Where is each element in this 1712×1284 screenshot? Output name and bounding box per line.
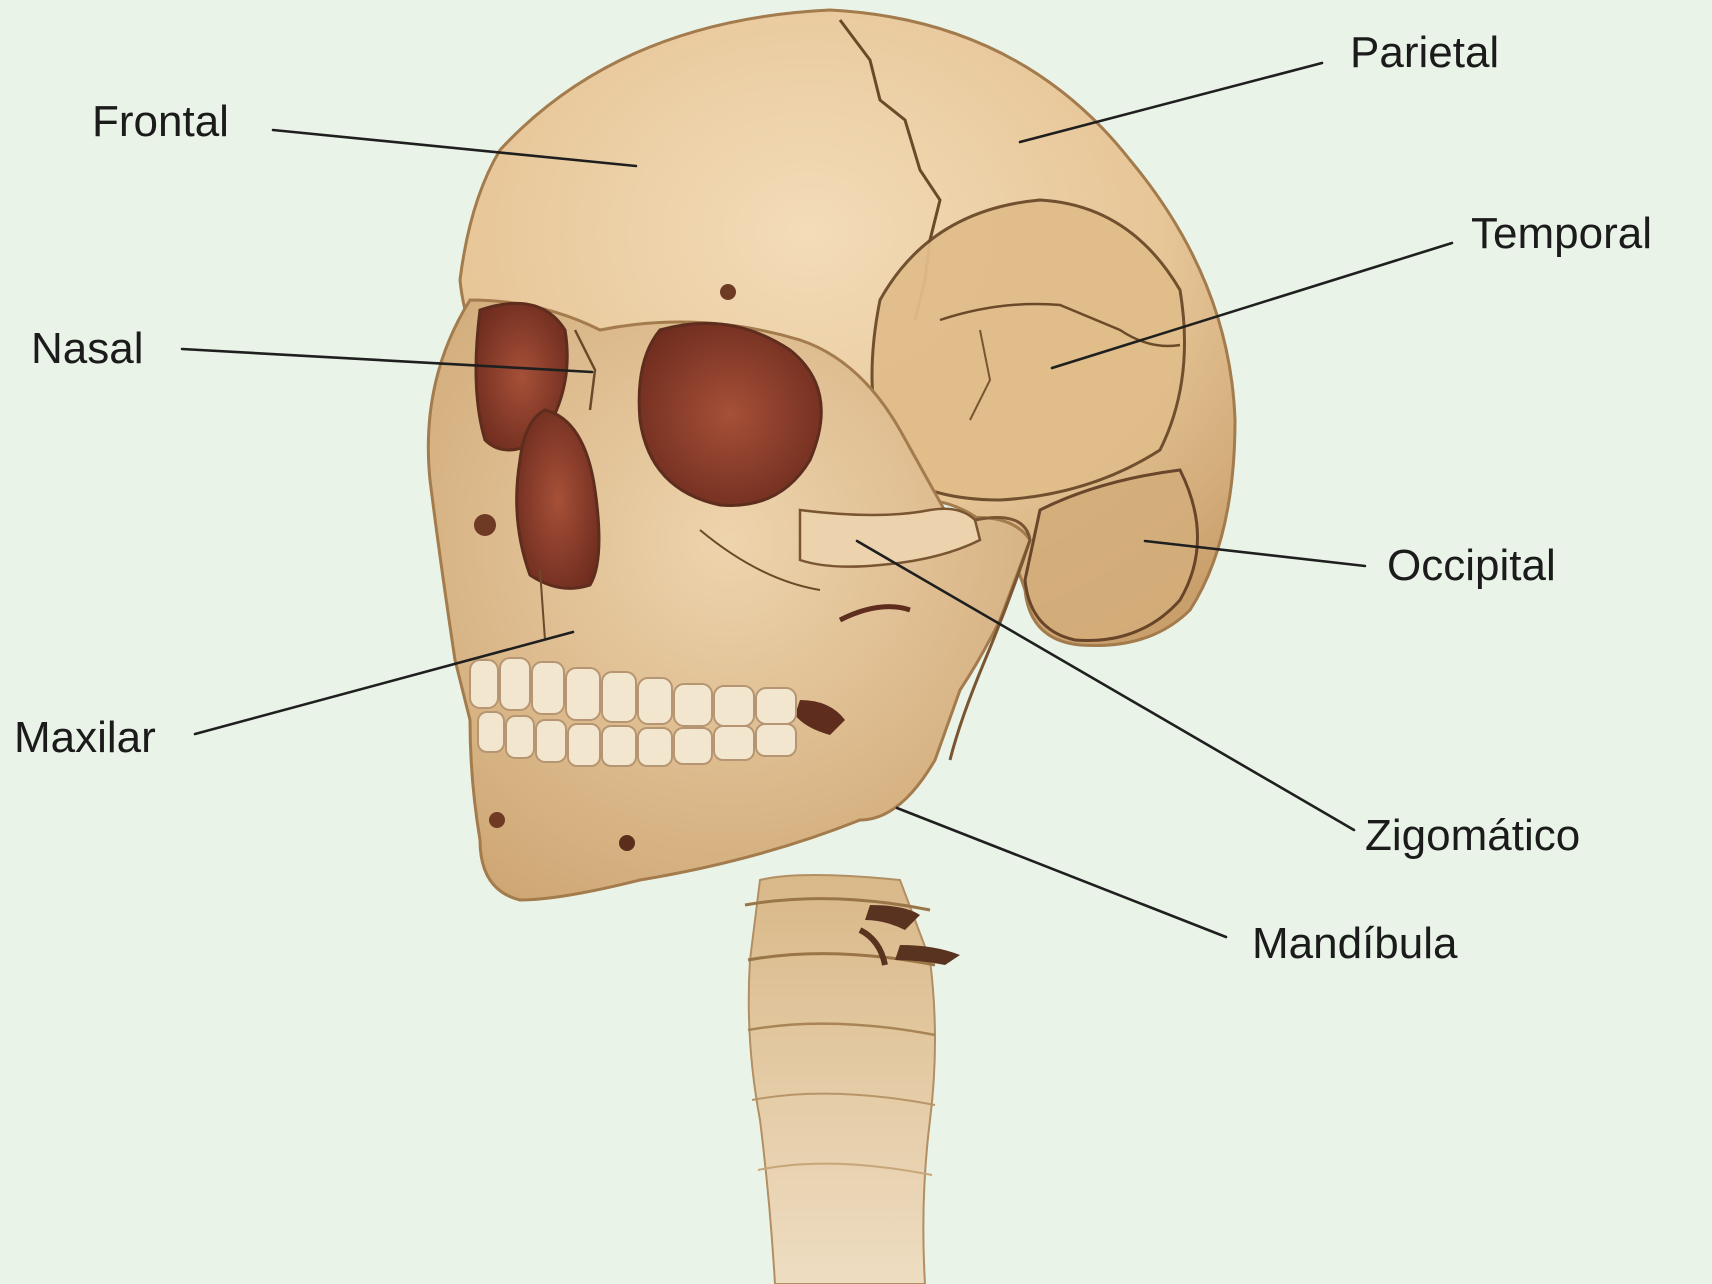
label-mandibula: Mandíbula [1252,919,1458,968]
label-maxilar: Maxilar [14,713,156,762]
label-zigomatico: Zigomático [1365,811,1580,860]
label-frontal: Frontal [92,97,229,146]
label-temporal: Temporal [1471,209,1652,258]
label-parietal: Parietal [1350,28,1499,77]
label-nasal: Nasal [31,324,144,373]
label-occipital: Occipital [1387,541,1556,590]
